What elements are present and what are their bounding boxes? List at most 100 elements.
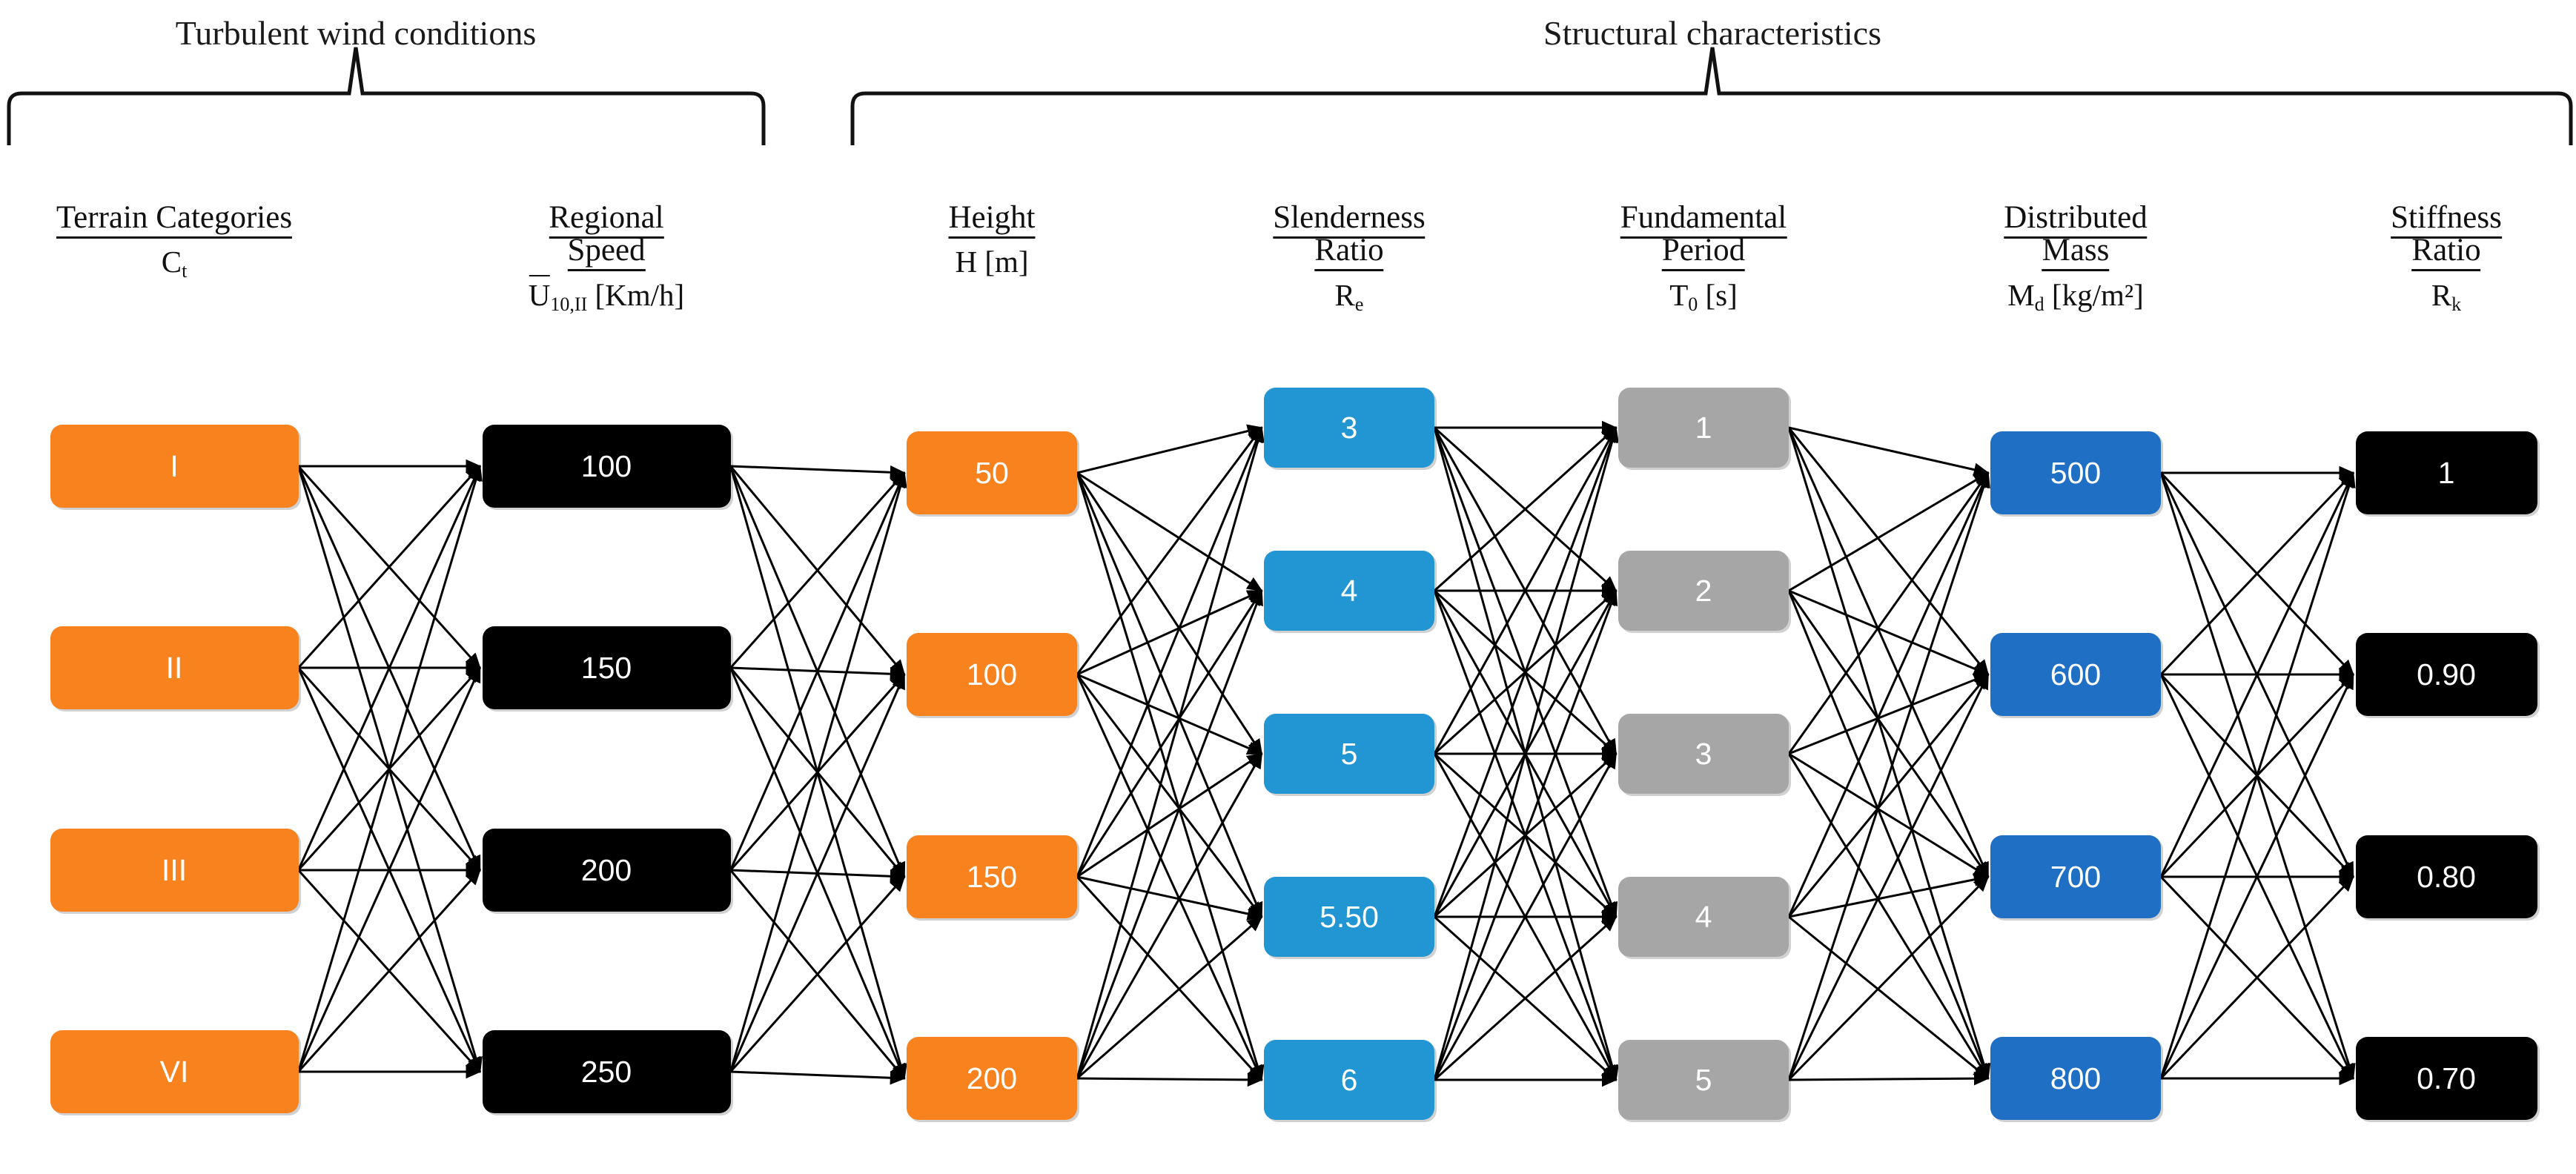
edge-regional-speed-3-to-height-0 <box>729 471 907 1072</box>
node-fundamental-period-1[interactable]: 2 <box>1618 551 1789 631</box>
edge-regional-speed-2-to-height-3 <box>729 869 906 1080</box>
node-regional-speed-2[interactable]: 200 <box>482 829 731 912</box>
node-stiffness-ratio-1[interactable]: 0.90 <box>2355 633 2537 716</box>
node-slenderness-ratio-4[interactable]: 6 <box>1264 1040 1434 1120</box>
node-height-3[interactable]: 200 <box>907 1037 1077 1120</box>
node-slenderness-ratio-2[interactable]: 5 <box>1264 714 1434 794</box>
edge-height-0-to-slenderness-ratio-3 <box>1076 472 1263 918</box>
edge-regional-speed-2-to-height-2 <box>730 869 906 883</box>
node-label: 5 <box>1340 736 1358 771</box>
edge-height-0-to-slenderness-ratio-4 <box>1076 472 1265 1081</box>
edge-slenderness-ratio-4-to-fundamental-period-1 <box>1433 589 1618 1081</box>
edge-slenderness-ratio-0-to-fundamental-period-2 <box>1433 427 1618 755</box>
node-height-0[interactable]: 50 <box>907 431 1077 514</box>
edge-regional-speed-2-to-height-1 <box>729 673 906 871</box>
edge-height-1-to-slenderness-ratio-1 <box>1076 589 1263 676</box>
edge-terrain-categories-3-to-regional-speed-0 <box>297 465 483 1072</box>
node-stiffness-ratio-3[interactable]: 0.70 <box>2355 1037 2537 1120</box>
node-terrain-categories-2[interactable]: III <box>50 829 299 912</box>
node-slenderness-ratio-0[interactable]: 3 <box>1264 388 1434 468</box>
node-distributed-mass-3[interactable]: 800 <box>1990 1037 2161 1120</box>
node-stiffness-ratio-0[interactable]: 1 <box>2355 431 2537 514</box>
edge-height-3-to-slenderness-ratio-4 <box>1076 1072 1263 1087</box>
edge-fundamental-period-3-to-distributed-mass-2 <box>1788 872 1990 918</box>
node-slenderness-ratio-1[interactable]: 4 <box>1264 551 1434 631</box>
edge-fundamental-period-1-to-distributed-mass-2 <box>1787 590 1990 878</box>
edge-slenderness-ratio-3-to-fundamental-period-4 <box>1433 915 1618 1081</box>
node-label: 150 <box>966 859 1018 894</box>
node-distributed-mass-1[interactable]: 600 <box>1990 633 2161 716</box>
brace-turbulent-wind-conditions <box>7 47 766 145</box>
edge-slenderness-ratio-2-to-fundamental-period-1 <box>1433 589 1618 755</box>
node-distributed-mass-2[interactable]: 700 <box>1990 835 2161 918</box>
node-fundamental-period-4[interactable]: 5 <box>1618 1040 1789 1120</box>
edge-slenderness-ratio-0-to-fundamental-period-4 <box>1433 427 1619 1081</box>
group-title-structural-characteristics: Structural characteristics <box>1543 14 1881 52</box>
node-label: 100 <box>580 448 632 483</box>
node-regional-speed-3[interactable]: 250 <box>482 1030 731 1113</box>
node-terrain-categories-3[interactable]: VI <box>50 1030 299 1113</box>
edge-fundamental-period-1-to-distributed-mass-1 <box>1788 589 1990 676</box>
edge-regional-speed-0-to-height-0 <box>730 465 906 480</box>
node-label: 0.90 <box>2417 657 2476 692</box>
edge-terrain-categories-1-to-regional-speed-0 <box>297 465 481 669</box>
column-title-line: Slenderness <box>1273 200 1426 239</box>
node-label: 200 <box>580 852 632 887</box>
node-label: 5 <box>1695 1062 1712 1097</box>
edge-regional-speed-1-to-height-2 <box>729 667 906 878</box>
edge-height-1-to-slenderness-ratio-3 <box>1076 674 1263 918</box>
edge-height-3-to-slenderness-ratio-0 <box>1076 426 1265 1079</box>
node-fundamental-period-0[interactable]: 1 <box>1618 388 1789 468</box>
node-label: VI <box>159 1054 189 1089</box>
edge-slenderness-ratio-2-to-fundamental-period-3 <box>1433 752 1618 918</box>
edge-slenderness-ratio-1-to-fundamental-period-4 <box>1433 590 1618 1081</box>
edge-regional-speed-0-to-height-2 <box>729 465 906 878</box>
edge-regional-speed-1-to-height-3 <box>729 667 906 1080</box>
node-label: 0.70 <box>2417 1061 2476 1095</box>
node-label: 0.80 <box>2417 859 2476 894</box>
edge-terrain-categories-2-to-regional-speed-3 <box>297 869 481 1073</box>
edge-regional-speed-0-to-height-3 <box>729 465 907 1080</box>
edge-regional-speed-2-to-height-0 <box>729 471 906 871</box>
column-title-line: Stiffness <box>2391 200 2502 239</box>
edge-height-0-to-slenderness-ratio-1 <box>1076 471 1263 592</box>
node-regional-speed-0[interactable]: 100 <box>482 425 731 508</box>
node-slenderness-ratio-3[interactable]: 5.50 <box>1264 877 1434 957</box>
edge-fundamental-period-4-to-distributed-mass-3 <box>1788 1071 1990 1086</box>
node-height-2[interactable]: 150 <box>907 835 1077 918</box>
node-label: 4 <box>1695 899 1712 934</box>
edge-terrain-categories-2-to-regional-speed-0 <box>297 465 481 871</box>
edge-height-2-to-slenderness-ratio-1 <box>1076 589 1263 878</box>
column-title-line: Height <box>948 200 1036 239</box>
node-label: 3 <box>1695 736 1712 771</box>
edge-distributed-mass-2-to-stiffness-ratio-3 <box>2159 875 2354 1080</box>
edge-height-0-to-slenderness-ratio-2 <box>1076 472 1263 755</box>
edge-distributed-mass-2-to-stiffness-ratio-0 <box>2159 471 2354 878</box>
edge-height-2-to-slenderness-ratio-2 <box>1076 752 1263 878</box>
edge-regional-speed-3-to-height-2 <box>729 875 906 1072</box>
node-label: 200 <box>966 1061 1018 1095</box>
edge-terrain-categories-0-to-regional-speed-1 <box>297 465 481 669</box>
node-terrain-categories-0[interactable]: I <box>50 425 299 508</box>
edge-terrain-categories-3-to-regional-speed-2 <box>297 869 481 1073</box>
node-label: 600 <box>2050 657 2102 692</box>
edge-fundamental-period-4-to-distributed-mass-2 <box>1787 875 1990 1081</box>
edge-slenderness-ratio-4-to-fundamental-period-0 <box>1433 426 1619 1081</box>
edge-regional-speed-1-to-height-1 <box>730 666 906 681</box>
edge-fundamental-period-0-to-distributed-mass-1 <box>1787 427 1990 676</box>
node-terrain-categories-1[interactable]: II <box>50 626 299 709</box>
node-fundamental-period-2[interactable]: 3 <box>1618 714 1789 794</box>
brace-structural-characteristics <box>850 47 2573 145</box>
edge-distributed-mass-2-to-stiffness-ratio-1 <box>2159 673 2354 878</box>
node-stiffness-ratio-2[interactable]: 0.80 <box>2355 835 2537 918</box>
node-distributed-mass-0[interactable]: 500 <box>1990 431 2161 514</box>
edge-distributed-mass-3-to-stiffness-ratio-2 <box>2159 875 2354 1080</box>
edge-regional-speed-0-to-height-1 <box>729 465 906 676</box>
edge-distributed-mass-0-to-stiffness-ratio-1 <box>2159 471 2354 676</box>
node-regional-speed-1[interactable]: 150 <box>482 626 731 709</box>
edge-terrain-categories-0-to-regional-speed-3 <box>297 465 483 1073</box>
node-height-1[interactable]: 100 <box>907 633 1077 716</box>
edge-height-1-to-slenderness-ratio-4 <box>1076 674 1263 1081</box>
node-fundamental-period-3[interactable]: 4 <box>1618 877 1789 957</box>
